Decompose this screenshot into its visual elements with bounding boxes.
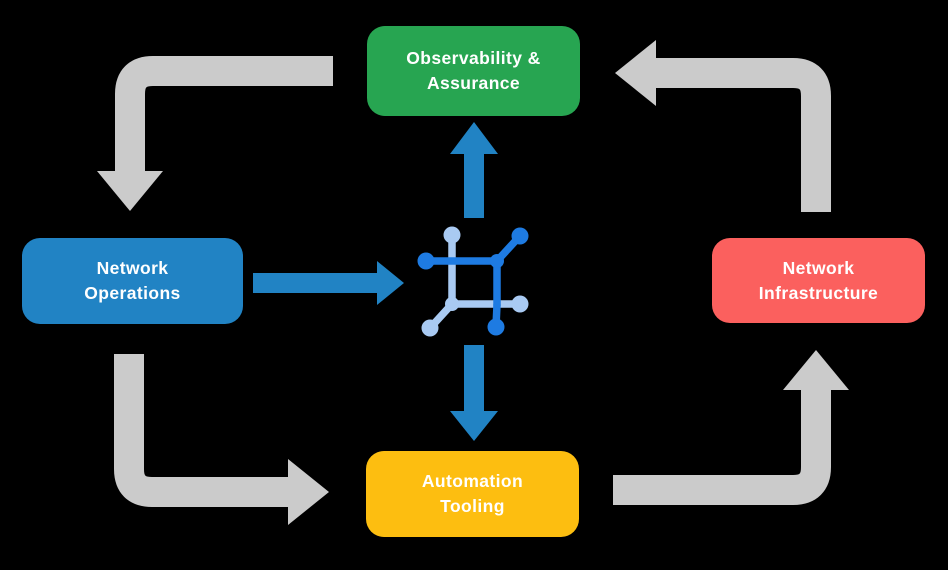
node-network-operations: Network Operations (22, 238, 243, 324)
node-observability-assurance: Observability & Assurance (367, 26, 580, 116)
arrow-center-to-observability (450, 122, 498, 218)
node-network-infrastructure: Network Infrastructure (712, 238, 925, 323)
arrow-elbow (656, 58, 831, 212)
node-label-line2: Tooling (440, 496, 505, 516)
arrow-observability-to-operations (97, 56, 333, 211)
arrow-operations-to-automation (114, 354, 329, 525)
arrow-infrastructure-to-observability (615, 40, 831, 212)
arrow-center-to-automation (450, 345, 498, 441)
network-icon-dark-branches (417, 227, 529, 336)
node-label-line2: Infrastructure (758, 282, 879, 303)
arrowhead-down (97, 171, 163, 211)
node-label-line1: Network (96, 258, 169, 279)
network-nodes-icon (417, 226, 529, 337)
arrow-elbow (114, 354, 288, 507)
arrowhead-right (288, 459, 329, 525)
node-automation-tooling: Automation Tooling (366, 451, 579, 537)
arrow-elbow (115, 56, 333, 171)
arrowhead-down (450, 411, 498, 441)
arrow-operations-to-center (253, 261, 404, 305)
arrow-elbow (613, 390, 831, 505)
node-label-line1: Automation (421, 471, 524, 492)
node-label-line2: Operations (84, 283, 181, 303)
node-label-line1: Network (782, 257, 855, 278)
arrowhead-left (615, 40, 656, 106)
node-label-line2: Assurance (426, 73, 521, 93)
arrow-automation-to-infrastructure (613, 350, 849, 505)
arrowhead-up (450, 122, 498, 154)
arrowhead-right (377, 261, 404, 305)
node-label-line1: Observability & (406, 48, 541, 69)
arrowhead-up (783, 350, 849, 390)
network-icon-light-branches (421, 226, 529, 337)
